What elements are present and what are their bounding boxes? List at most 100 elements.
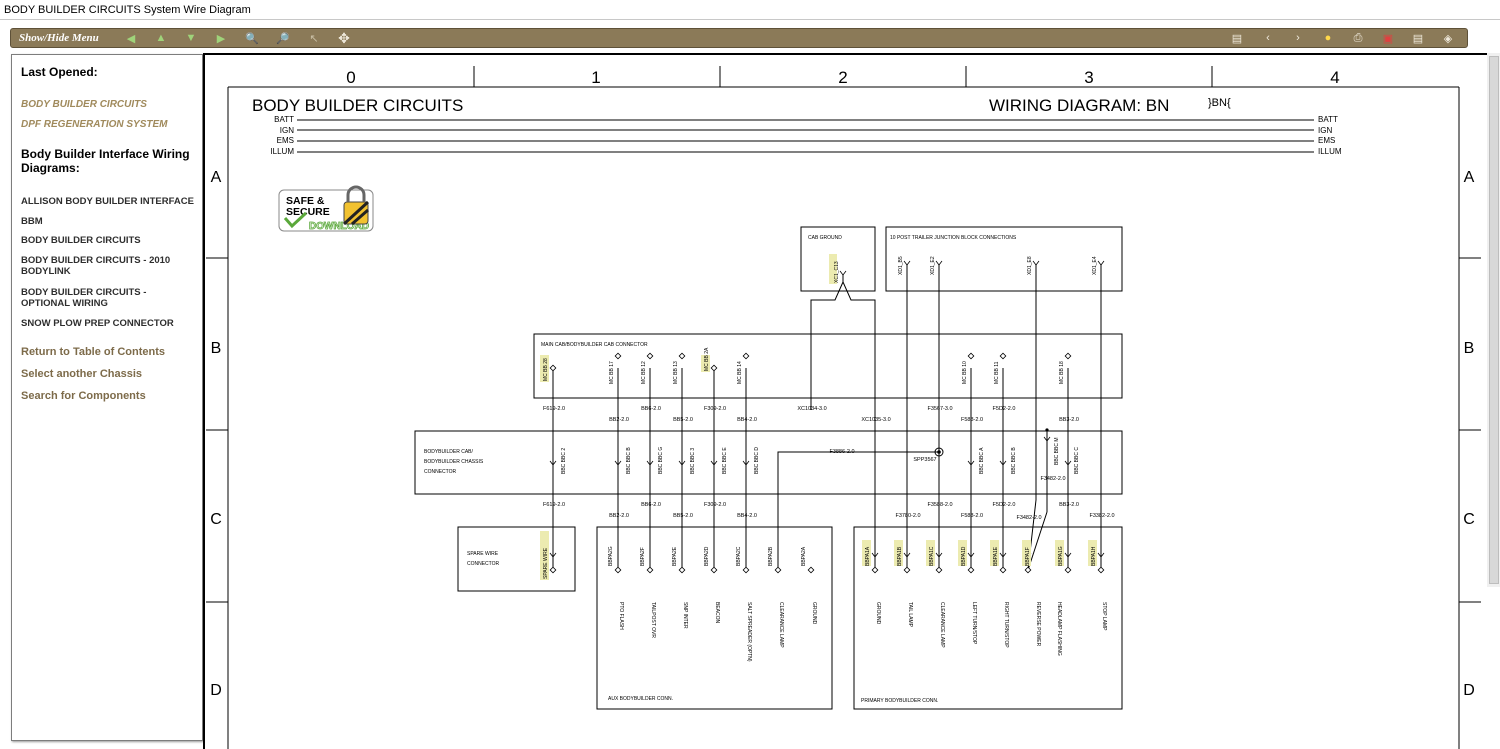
pin-label: BBPA2G — [608, 546, 614, 566]
down-arrow-icon[interactable]: ▼ — [185, 32, 197, 44]
pin-label: MC BB 14 — [737, 361, 743, 384]
row-label: D — [210, 682, 222, 699]
section-heading: Body Builder Interface Wiring Diagrams: — [21, 147, 190, 175]
row-label: A — [1464, 169, 1475, 186]
return-toc-link[interactable]: Return to Table of Contents — [21, 346, 166, 358]
pin-label: BBC BBC D — [754, 447, 760, 474]
pin-label: BBC BBC B — [1011, 447, 1017, 474]
pin-label: BBPA2C — [736, 546, 742, 566]
wire-label: F309-2.0 — [704, 406, 726, 412]
sidebar-item[interactable]: SNOW PLOW PREP CONNECTOR — [21, 318, 174, 329]
pointer-icon[interactable]: ↖ — [309, 32, 319, 45]
wire-label: F583-2.0 — [961, 513, 983, 519]
bus-label: ILLUM — [270, 147, 294, 156]
function-label: CLEARANCE LAMP — [939, 602, 945, 648]
show-hide-menu-button[interactable]: Show/Hide Menu — [19, 32, 99, 44]
primary-conn-label: PRIMARY BODYBUILDER CONN. — [861, 698, 938, 704]
highlight-icon[interactable]: ● — [1324, 32, 1332, 44]
pin-label: MC BB 28 — [543, 358, 549, 381]
previous-icon[interactable]: ‹ — [1266, 32, 1270, 44]
function-label: SALT SPREADER (OPTN) — [746, 602, 752, 662]
fit-page-icon[interactable]: ▤ — [1231, 32, 1243, 45]
wire-label: F5D2-2.0 — [993, 502, 1016, 508]
zoom-out-icon[interactable]: 🔎 — [276, 32, 290, 45]
next-icon[interactable]: › — [1296, 32, 1300, 44]
pin-label: MC BB 17 — [609, 361, 615, 384]
wire-label: BB4-2.0 — [737, 513, 757, 519]
wire-label: BB3-2.0 — [1059, 502, 1079, 508]
wire-label: F3588-2.0 — [927, 502, 952, 508]
wire-label: F3780-2.0 — [895, 513, 920, 519]
pin-label: BBC BBC C — [1074, 447, 1080, 474]
wire-label: F5D2-2.0 — [993, 406, 1016, 412]
sidebar-item[interactable]: BODY BUILDER CIRCUITS - OPTIONAL WIRING — [21, 287, 147, 309]
wire-label: F3886-2.0 — [829, 449, 854, 455]
wire-label: F309-2.0 — [704, 502, 726, 508]
pin-label: MC BB 18 — [1059, 361, 1065, 384]
bus-label: EMS — [1318, 136, 1335, 145]
badge-line3: DOWNLOAD — [309, 221, 369, 232]
row-label: B — [1464, 340, 1475, 357]
function-label: TAILPOST OVR — [650, 602, 656, 638]
legend-icon[interactable]: ▣ — [1382, 32, 1394, 45]
wiring-diagram-code: WIRING DIAGRAM: BN — [989, 96, 1169, 115]
pin-label: BBPA2B — [768, 546, 774, 566]
select-chassis-link[interactable]: Select another Chassis — [21, 368, 143, 380]
pin-label: MC BB 11 — [994, 361, 1000, 384]
options-icon[interactable]: ◈ — [1443, 32, 1453, 45]
safe-secure-badge: SAFE & SECURE DOWNLOAD — [278, 185, 374, 232]
pin-label: BBPA2A — [801, 546, 807, 566]
pin-label: XD1_E2 — [930, 256, 936, 275]
toolbar: Show/Hide Menu ◀ ▲ ▼ ▶ 🔍 🔎 ↖ ✥ ▤ ‹ › ● ⎙… — [10, 28, 1468, 48]
print-icon[interactable]: ⎙ — [1353, 31, 1363, 44]
function-label: PTO FLASH — [618, 602, 624, 630]
sidebar-item[interactable]: BBM — [21, 216, 43, 227]
wire-label: F3382-2.0 — [1089, 513, 1114, 519]
pin-label: XD1_B5 — [898, 256, 904, 275]
function-label: GROUND — [875, 602, 881, 625]
pin-label: MC BB 13 — [673, 361, 679, 384]
pan-icon[interactable]: ✥ — [338, 29, 350, 46]
wire-label: BB5-2.0 — [673, 417, 693, 423]
wire-label: F619-2.0 — [543, 406, 565, 412]
function-label: LEFT TURN/STOP — [971, 602, 977, 645]
row-label: D — [1463, 682, 1475, 699]
bus-label: BATT — [274, 115, 294, 124]
pin-label: BBC BBC 3 — [690, 448, 696, 474]
wire-label: F3482-2.0 — [1016, 515, 1041, 521]
splice-label: SPP3567 — [913, 457, 936, 463]
sidebar-item[interactable]: BODY BUILDER CIRCUITS - 2010 BODYLINK — [21, 255, 171, 277]
zoom-in-icon[interactable]: 🔍 — [245, 32, 259, 45]
window-title: BODY BUILDER CIRCUITS System Wire Diagra… — [0, 0, 1500, 20]
main-cab-connector-label: MAIN CAB/BODYBUILDER CAB CONNECTOR — [541, 342, 648, 348]
pin-label: BBPA1D — [961, 546, 967, 566]
scrollbar-thumb[interactable] — [1489, 56, 1499, 584]
trailer-junction-label: 10 POST TRAILER JUNCTION BLOCK CONNECTIO… — [890, 235, 1017, 241]
chassis-connector-label: BODYBUILDER CHASSIS — [424, 459, 484, 465]
row-label: C — [210, 511, 222, 528]
chassis-connector-label: CONNECTOR — [424, 469, 457, 475]
pin-label: BBC BBC G — [658, 447, 664, 474]
bus-label: IGN — [280, 126, 294, 135]
diagram-viewer[interactable] — [203, 53, 1487, 749]
wire-label: F619-2.0 — [543, 502, 565, 508]
recent-item[interactable]: BODY BUILDER CIRCUITS — [21, 99, 147, 110]
notes-icon[interactable]: ▤ — [1412, 32, 1424, 45]
recent-item[interactable]: DPF REGENERATION SYSTEM — [21, 119, 168, 130]
search-components-link[interactable]: Search for Components — [21, 390, 146, 402]
forward-arrow-icon[interactable]: ▶ — [216, 32, 226, 45]
pin-label: BBC BBC 2 — [561, 448, 567, 474]
back-arrow-icon[interactable]: ◀ — [126, 32, 136, 45]
wire-label: F3567-3.0 — [927, 406, 952, 412]
pin-label: BBPA1A — [865, 546, 871, 566]
pin-label: MC BB 2A — [704, 347, 710, 371]
last-opened-heading: Last Opened: — [21, 65, 98, 79]
sidebar-item[interactable]: BODY BUILDER CIRCUITS — [21, 235, 141, 246]
wire-label: BB4-2.0 — [737, 417, 757, 423]
up-arrow-icon[interactable]: ▲ — [155, 32, 167, 44]
bus-label: ILLUM — [1318, 147, 1342, 156]
bus-label: IGN — [1318, 126, 1332, 135]
sidebar-item[interactable]: ALLISON BODY BUILDER INTERFACE — [21, 196, 194, 207]
function-label: BEACON — [714, 602, 720, 624]
